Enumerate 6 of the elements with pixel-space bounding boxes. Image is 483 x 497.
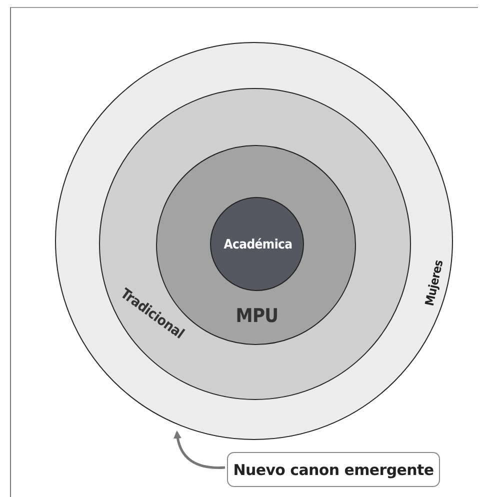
note-text: Nuevo canon emergente <box>233 460 434 478</box>
arrow <box>174 430 226 469</box>
ring-label: MPU <box>236 305 278 327</box>
ring-label: Académica <box>224 238 292 252</box>
ring-label: Mujeres <box>422 258 446 308</box>
note-box <box>227 452 440 487</box>
